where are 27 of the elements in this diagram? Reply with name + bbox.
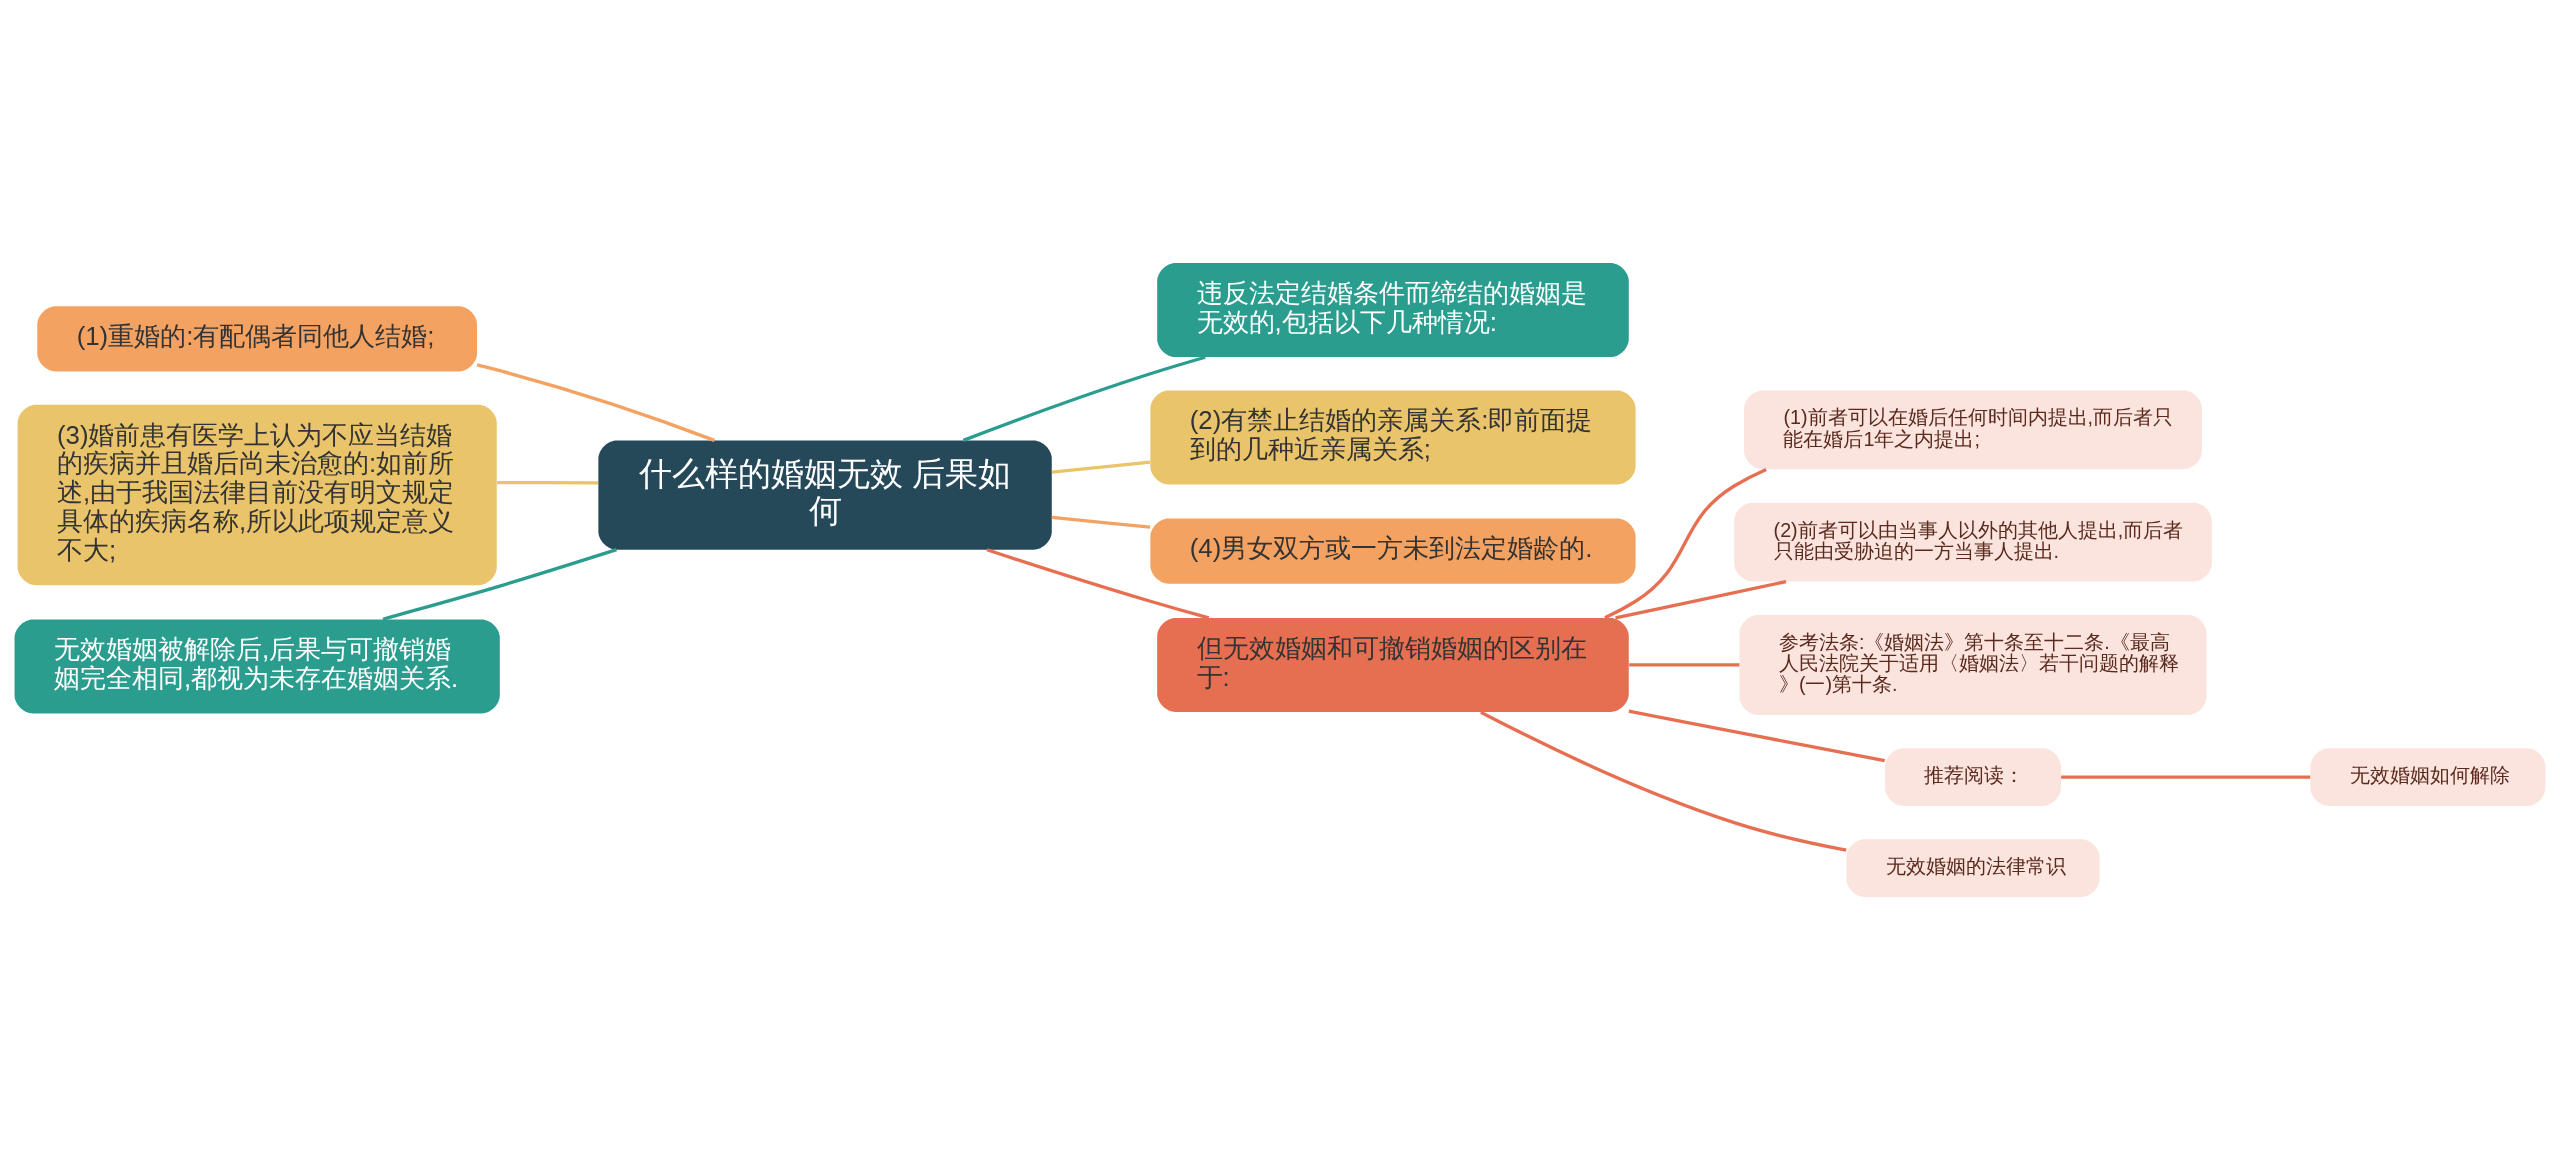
node-box: (2)前者可以由当事人以外的其他人提出,而后者只能由受胁迫的一方当事人提出. bbox=[1734, 502, 2212, 582]
connector bbox=[1604, 467, 1767, 620]
connector bbox=[1051, 515, 1151, 529]
connector bbox=[1628, 709, 1885, 763]
node-box: 无效婚姻如何解除 bbox=[2310, 748, 2546, 806]
node-box: 推荐阅读： bbox=[1885, 748, 2061, 806]
connector bbox=[382, 548, 617, 621]
connector bbox=[476, 363, 715, 442]
node-box: (2)有禁止结婚的亲属关系:即前面提到的几种近亲属关系; bbox=[1150, 390, 1636, 485]
node-box: 违反法定结婚条件而缔结的婚姻是无效的,包括以下几种情况: bbox=[1157, 263, 1629, 358]
connector bbox=[1629, 663, 1740, 667]
connector bbox=[962, 355, 1206, 442]
node-box: (1)重婚的:有配偶者同他人结婚; bbox=[37, 306, 478, 372]
node-box: 无效婚姻被解除后,后果与可撤销婚姻完全相同,都视为未存在婚姻关系. bbox=[14, 619, 500, 714]
node-box: (3)婚前患有医学上认为不应当结婚的疾病并且婚后尚未治愈的:如前所述,由于我国法律目前没有明文规定具体的疾病名称,所以此项规定意义不大; bbox=[17, 404, 497, 586]
connector bbox=[2061, 775, 2311, 779]
node-box: 无效婚姻的法律常识 bbox=[1846, 839, 2100, 897]
node-box: 参考法条:《婚姻法》第十条至十二条.《最高人民法院关于适用〈婚姻法〉若干问题的解释》(一)第十条. bbox=[1739, 614, 2207, 715]
connector bbox=[1051, 460, 1151, 474]
node-box: (4)男女双方或一方未到法定婚龄的. bbox=[1150, 518, 1636, 584]
connector bbox=[986, 548, 1210, 620]
node-box: 但无效婚姻和可撤销婚姻的区别在于: bbox=[1157, 617, 1629, 712]
node-box: 什么样的婚姻无效 后果如何 bbox=[598, 440, 1052, 550]
connector bbox=[1480, 710, 1847, 852]
connector bbox=[497, 480, 598, 485]
connector bbox=[1615, 579, 1787, 620]
node-box: (1)前者可以在婚后任何时间内提出,而后者只能在婚后1年之内提出; bbox=[1744, 390, 2202, 470]
